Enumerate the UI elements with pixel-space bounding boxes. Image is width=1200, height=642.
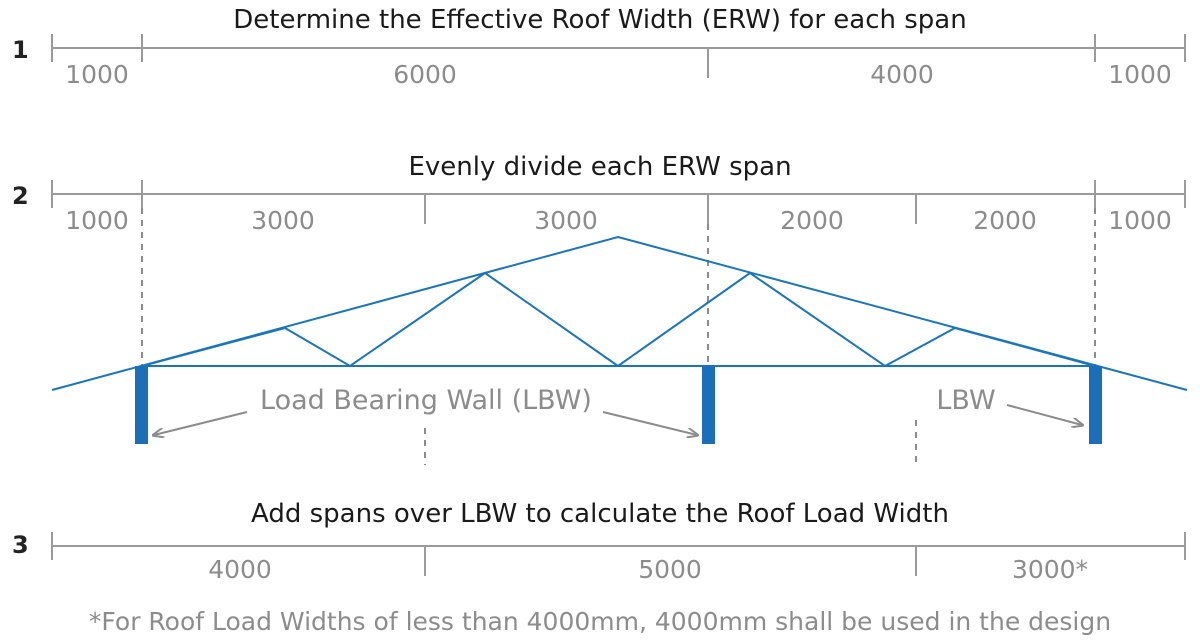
step-2-dim-2: 3000 — [251, 206, 315, 235]
lbw-label-short: LBW — [936, 385, 995, 416]
step-2-dim-5: 2000 — [973, 206, 1037, 235]
lbw-right — [1089, 366, 1102, 444]
arrow-to-left-wall — [154, 411, 248, 435]
step-3-number: 3 — [12, 531, 29, 559]
step-1-dim-1: 1000 — [65, 60, 129, 89]
step-3-dimension-line — [51, 532, 1186, 576]
step-2-number: 2 — [12, 182, 29, 210]
step-3-dim-1: 4000 — [208, 555, 272, 584]
step-2-dimension-line — [51, 180, 1186, 224]
step-1-dim-4: 1000 — [1108, 60, 1172, 89]
lbw-label-long: Load Bearing Wall (LBW) — [260, 385, 592, 416]
step-3-dim-2: 5000 — [638, 555, 702, 584]
step-2-dim-6: 1000 — [1108, 206, 1172, 235]
roof-truss — [51, 235, 1188, 391]
step-1-dim-3: 4000 — [870, 60, 934, 89]
step-2-dim-1: 1000 — [65, 206, 129, 235]
step-3-heading: Add spans over LBW to calculate the Roof… — [251, 499, 949, 529]
arrow-to-right-wall — [1006, 404, 1082, 425]
lbw-left — [135, 366, 148, 444]
web-members-left — [141, 271, 619, 368]
step-1: 1 Determine the Effective Roof Width (ER… — [12, 5, 1186, 89]
step-1-heading: Determine the Effective Roof Width (ERW)… — [233, 5, 966, 35]
step-2-dim-4: 2000 — [780, 206, 844, 235]
web-members-right — [617, 271, 1096, 368]
step-2-heading: Evenly divide each ERW span — [408, 152, 791, 182]
lbw-middle — [702, 366, 715, 444]
load-bearing-walls — [135, 366, 1102, 444]
arrow-to-middle-wall — [602, 411, 697, 435]
step-1-dim-2: 6000 — [393, 60, 457, 89]
dashed-guides — [141, 208, 1096, 465]
lbw-labels: Load Bearing Wall (LBW) LBW — [154, 385, 1082, 435]
step-2: 2 Evenly divide each ERW span 1000 3000 … — [12, 152, 1186, 235]
step-3: 3 Add spans over LBW to calculate the Ro… — [12, 499, 1186, 584]
step-2-dim-3: 3000 — [534, 206, 598, 235]
step-1-number: 1 — [12, 36, 29, 64]
step-3-dim-3: 3000* — [1012, 555, 1088, 584]
top-chord — [51, 235, 1188, 391]
footnote: *For Roof Load Widths of less than 4000m… — [89, 607, 1111, 636]
step-1-dimension-line — [51, 34, 1186, 78]
